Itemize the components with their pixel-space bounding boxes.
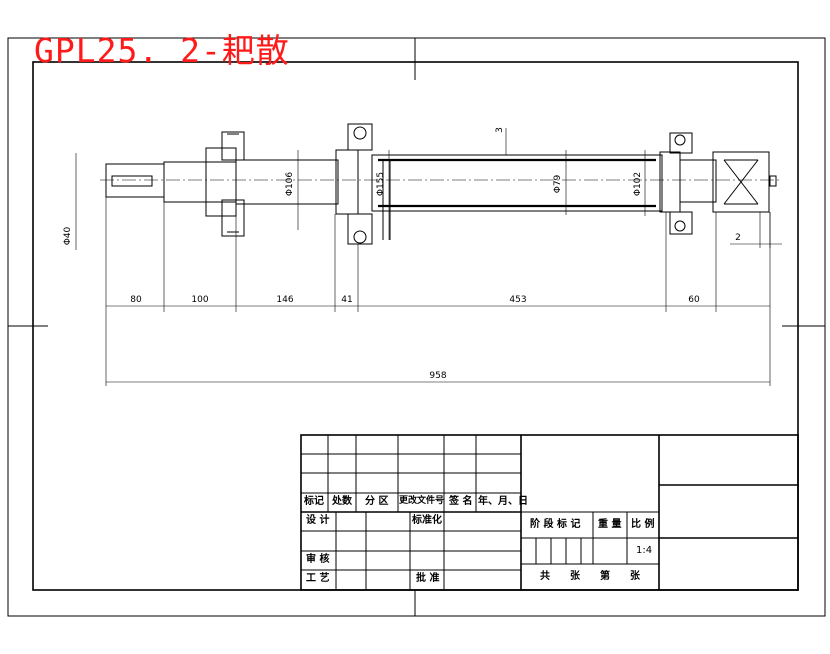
dim-100: 100 — [191, 295, 208, 305]
tb-rev-sign: 签 名 — [449, 496, 473, 507]
dim-453: 453 — [509, 295, 526, 305]
tb-rev-count: 处数 — [332, 496, 352, 507]
tb-rev-file: 更改文件号 — [399, 496, 445, 506]
dim-958: 958 — [429, 371, 446, 381]
tb-scale-value: 1:4 — [636, 545, 653, 556]
tb-weight: 重 量 — [598, 519, 622, 530]
drawing-title: GPL25. 2-耙散 — [34, 31, 290, 70]
tb-rev-zone: 分 区 — [365, 496, 389, 507]
drawing-frame — [7, 37, 826, 617]
title-block-grid — [300, 434, 799, 591]
tb-standardize: 标准化 — [412, 515, 442, 526]
dia-40: Φ40 — [63, 226, 73, 245]
tb-rev-mark: 标记 — [304, 496, 324, 507]
dim-60: 60 — [688, 295, 700, 305]
dim-offset-2: 2 — [735, 233, 741, 243]
tb-sheets: 共 张 第 张 — [540, 571, 640, 582]
tb-review: 审 核 — [306, 554, 330, 565]
dim-146: 146 — [276, 295, 293, 305]
tb-rev-date: 年、月、日 — [478, 496, 528, 507]
tb-stage-mark: 阶 段 标 记 — [530, 519, 581, 530]
dia-102: Φ102 — [633, 172, 643, 196]
tb-process: 工 艺 — [306, 573, 330, 584]
shaft-assembly — [75, 123, 782, 386]
dim-41: 41 — [341, 295, 352, 305]
tb-approve: 批 准 — [416, 573, 440, 584]
tb-design: 设 计 — [306, 515, 330, 526]
section-mark: 3 — [495, 127, 505, 133]
tb-scale: 比 例 — [631, 519, 655, 530]
dimension-labels: 80 100 146 41 453 60 958 2 Φ40 Φ106 Φ155… — [63, 127, 741, 381]
dim-80: 80 — [130, 295, 142, 305]
dia-106: Φ106 — [285, 172, 295, 197]
dia-155: Φ155 — [376, 172, 386, 196]
dia-79: Φ79 — [553, 174, 563, 193]
